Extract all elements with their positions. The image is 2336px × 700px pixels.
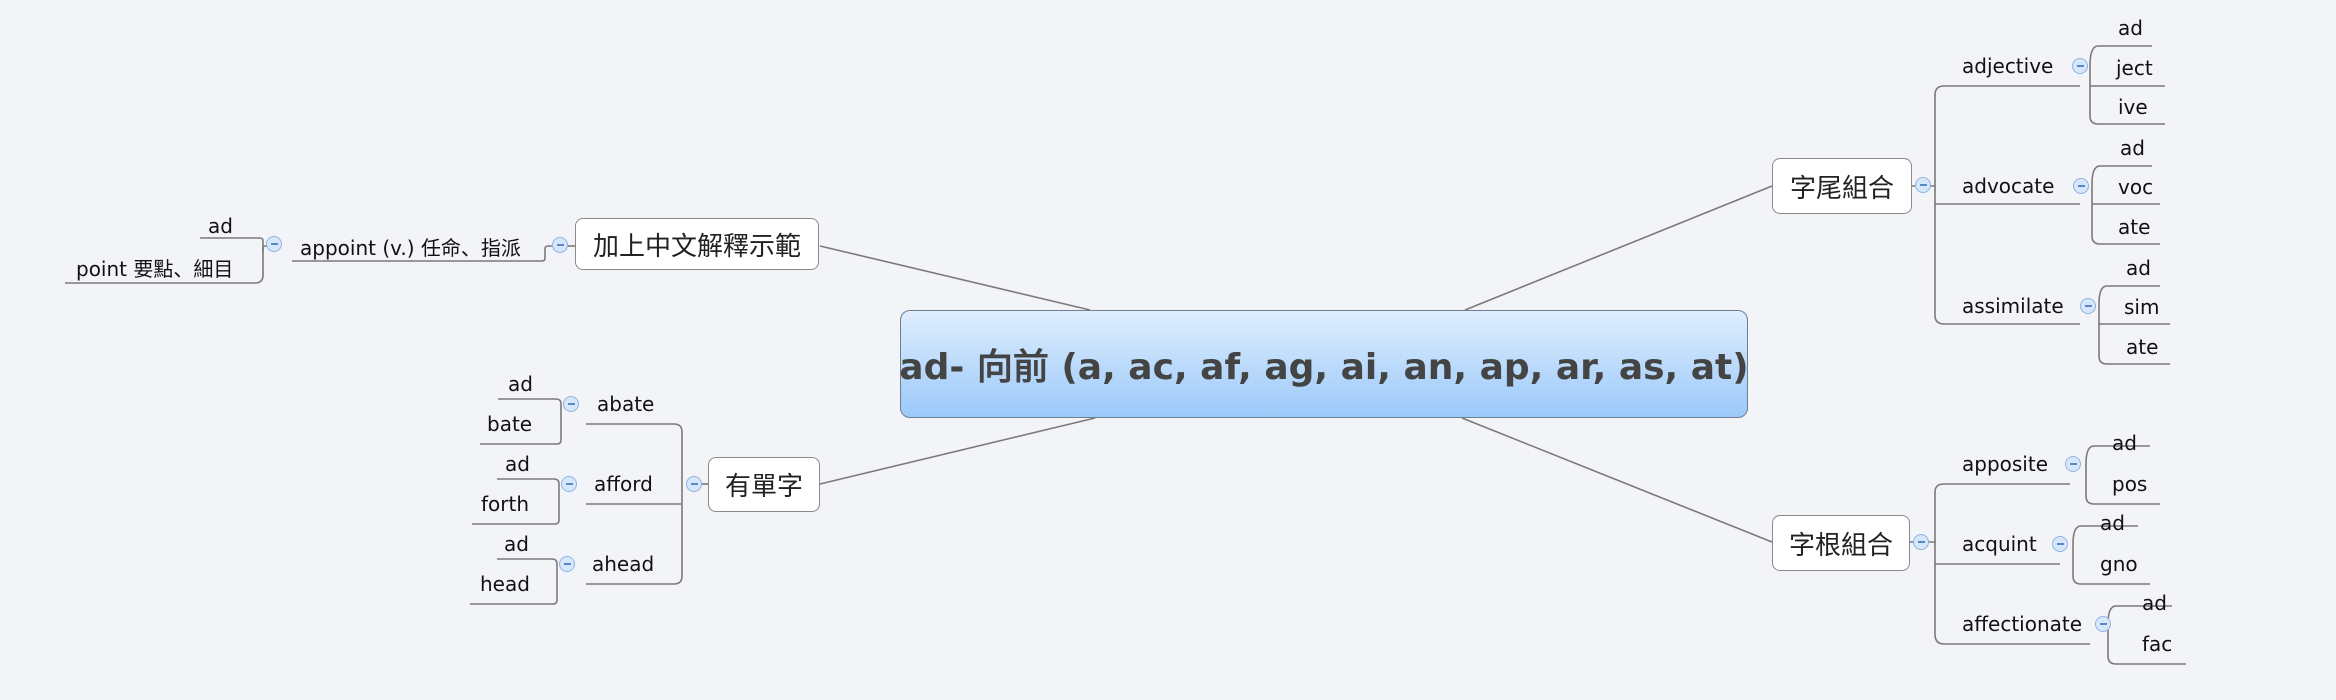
branch-root-combo[interactable]: 字根組合 <box>1772 515 1910 571</box>
collapse-minus-icon[interactable] <box>2065 456 2081 472</box>
part-ad[interactable]: ad <box>2142 591 2167 615</box>
connector-adjective <box>1912 85 2080 187</box>
connector-assimilate <box>1934 186 2080 325</box>
connector-abate <box>586 423 683 484</box>
part-ate[interactable]: ate <box>2126 335 2159 359</box>
branch-has-word[interactable]: 有單字 <box>708 457 820 512</box>
part-ad[interactable]: ad <box>2100 511 2125 535</box>
part-ad[interactable]: ad <box>508 372 533 396</box>
part-voc[interactable]: voc <box>2118 175 2154 199</box>
part-ad[interactable]: ad <box>505 452 530 476</box>
part-ad[interactable]: ad <box>2120 136 2145 160</box>
word-ahead[interactable]: ahead <box>592 552 655 576</box>
word-affectionate[interactable]: affectionate <box>1962 612 2083 636</box>
connector-affectionate <box>1934 542 2090 645</box>
collapse-minus-icon[interactable] <box>1913 534 1929 550</box>
collapse-minus-icon[interactable] <box>266 236 282 252</box>
word-acquint[interactable]: acquint <box>1962 532 2037 556</box>
collapse-minus-icon[interactable] <box>686 476 702 492</box>
connector-root-left-bottom <box>819 417 1096 485</box>
collapse-minus-icon[interactable] <box>2073 178 2089 194</box>
part-gno[interactable]: gno <box>2100 552 2138 576</box>
connector-ad-underline-lt <box>200 237 264 252</box>
collapse-minus-icon[interactable] <box>2052 536 2068 552</box>
part-ad[interactable]: ad <box>2126 256 2151 280</box>
collapse-minus-icon[interactable] <box>2095 616 2111 632</box>
part-ad[interactable]: ad <box>504 532 529 556</box>
part-pos[interactable]: pos <box>2112 472 2148 496</box>
branch-suffix-combo[interactable]: 字尾組合 <box>1772 158 1912 214</box>
word-appoint[interactable]: appoint (v.) 任命、指派 <box>300 236 521 260</box>
part-point[interactable]: point 要點、細目 <box>76 257 234 281</box>
part-ject[interactable]: ject <box>2116 56 2153 80</box>
part-bate[interactable]: bate <box>487 412 533 436</box>
collapse-minus-icon[interactable] <box>563 396 579 412</box>
collapse-minus-icon[interactable] <box>561 476 577 492</box>
collapse-minus-icon[interactable] <box>1915 177 1931 193</box>
word-assimilate[interactable]: assimilate <box>1962 294 2064 318</box>
connector-ahead <box>586 484 683 585</box>
branch-chinese-demo[interactable]: 加上中文解釋示範 <box>575 218 819 270</box>
part-ad[interactable]: ad <box>2118 16 2143 40</box>
part-ad[interactable]: ad <box>2112 431 2137 455</box>
collapse-minus-icon[interactable] <box>552 237 568 253</box>
collapse-minus-icon[interactable] <box>2080 298 2096 314</box>
connector-appoint-underline <box>292 245 555 262</box>
word-afford[interactable]: afford <box>594 472 653 496</box>
part-sim[interactable]: sim <box>2124 295 2160 319</box>
root-topic[interactable]: ad- 向前 (a, ac, af, ag, ai, an, ap, ar, a… <box>899 310 1749 418</box>
part-ive[interactable]: ive <box>2118 95 2148 119</box>
part-head[interactable]: head <box>480 572 530 596</box>
word-advocate[interactable]: advocate <box>1962 174 2055 198</box>
connector-point-underline <box>65 245 266 284</box>
connector-root-right-top <box>1464 185 1773 311</box>
connector-apposite <box>1910 483 2070 543</box>
part-fac[interactable]: fac <box>2142 632 2173 656</box>
word-abate[interactable]: abate <box>597 392 655 416</box>
collapse-minus-icon[interactable] <box>2072 58 2088 74</box>
connector-root-right-bottom <box>1461 417 1773 543</box>
part-ad[interactable]: ad <box>208 214 233 238</box>
part-forth[interactable]: forth <box>481 492 530 516</box>
word-apposite[interactable]: apposite <box>1962 452 2049 476</box>
collapse-minus-icon[interactable] <box>559 556 575 572</box>
word-adjective[interactable]: adjective <box>1962 54 2054 78</box>
connector-root-left-top <box>819 245 1091 311</box>
part-ate[interactable]: ate <box>2118 215 2151 239</box>
